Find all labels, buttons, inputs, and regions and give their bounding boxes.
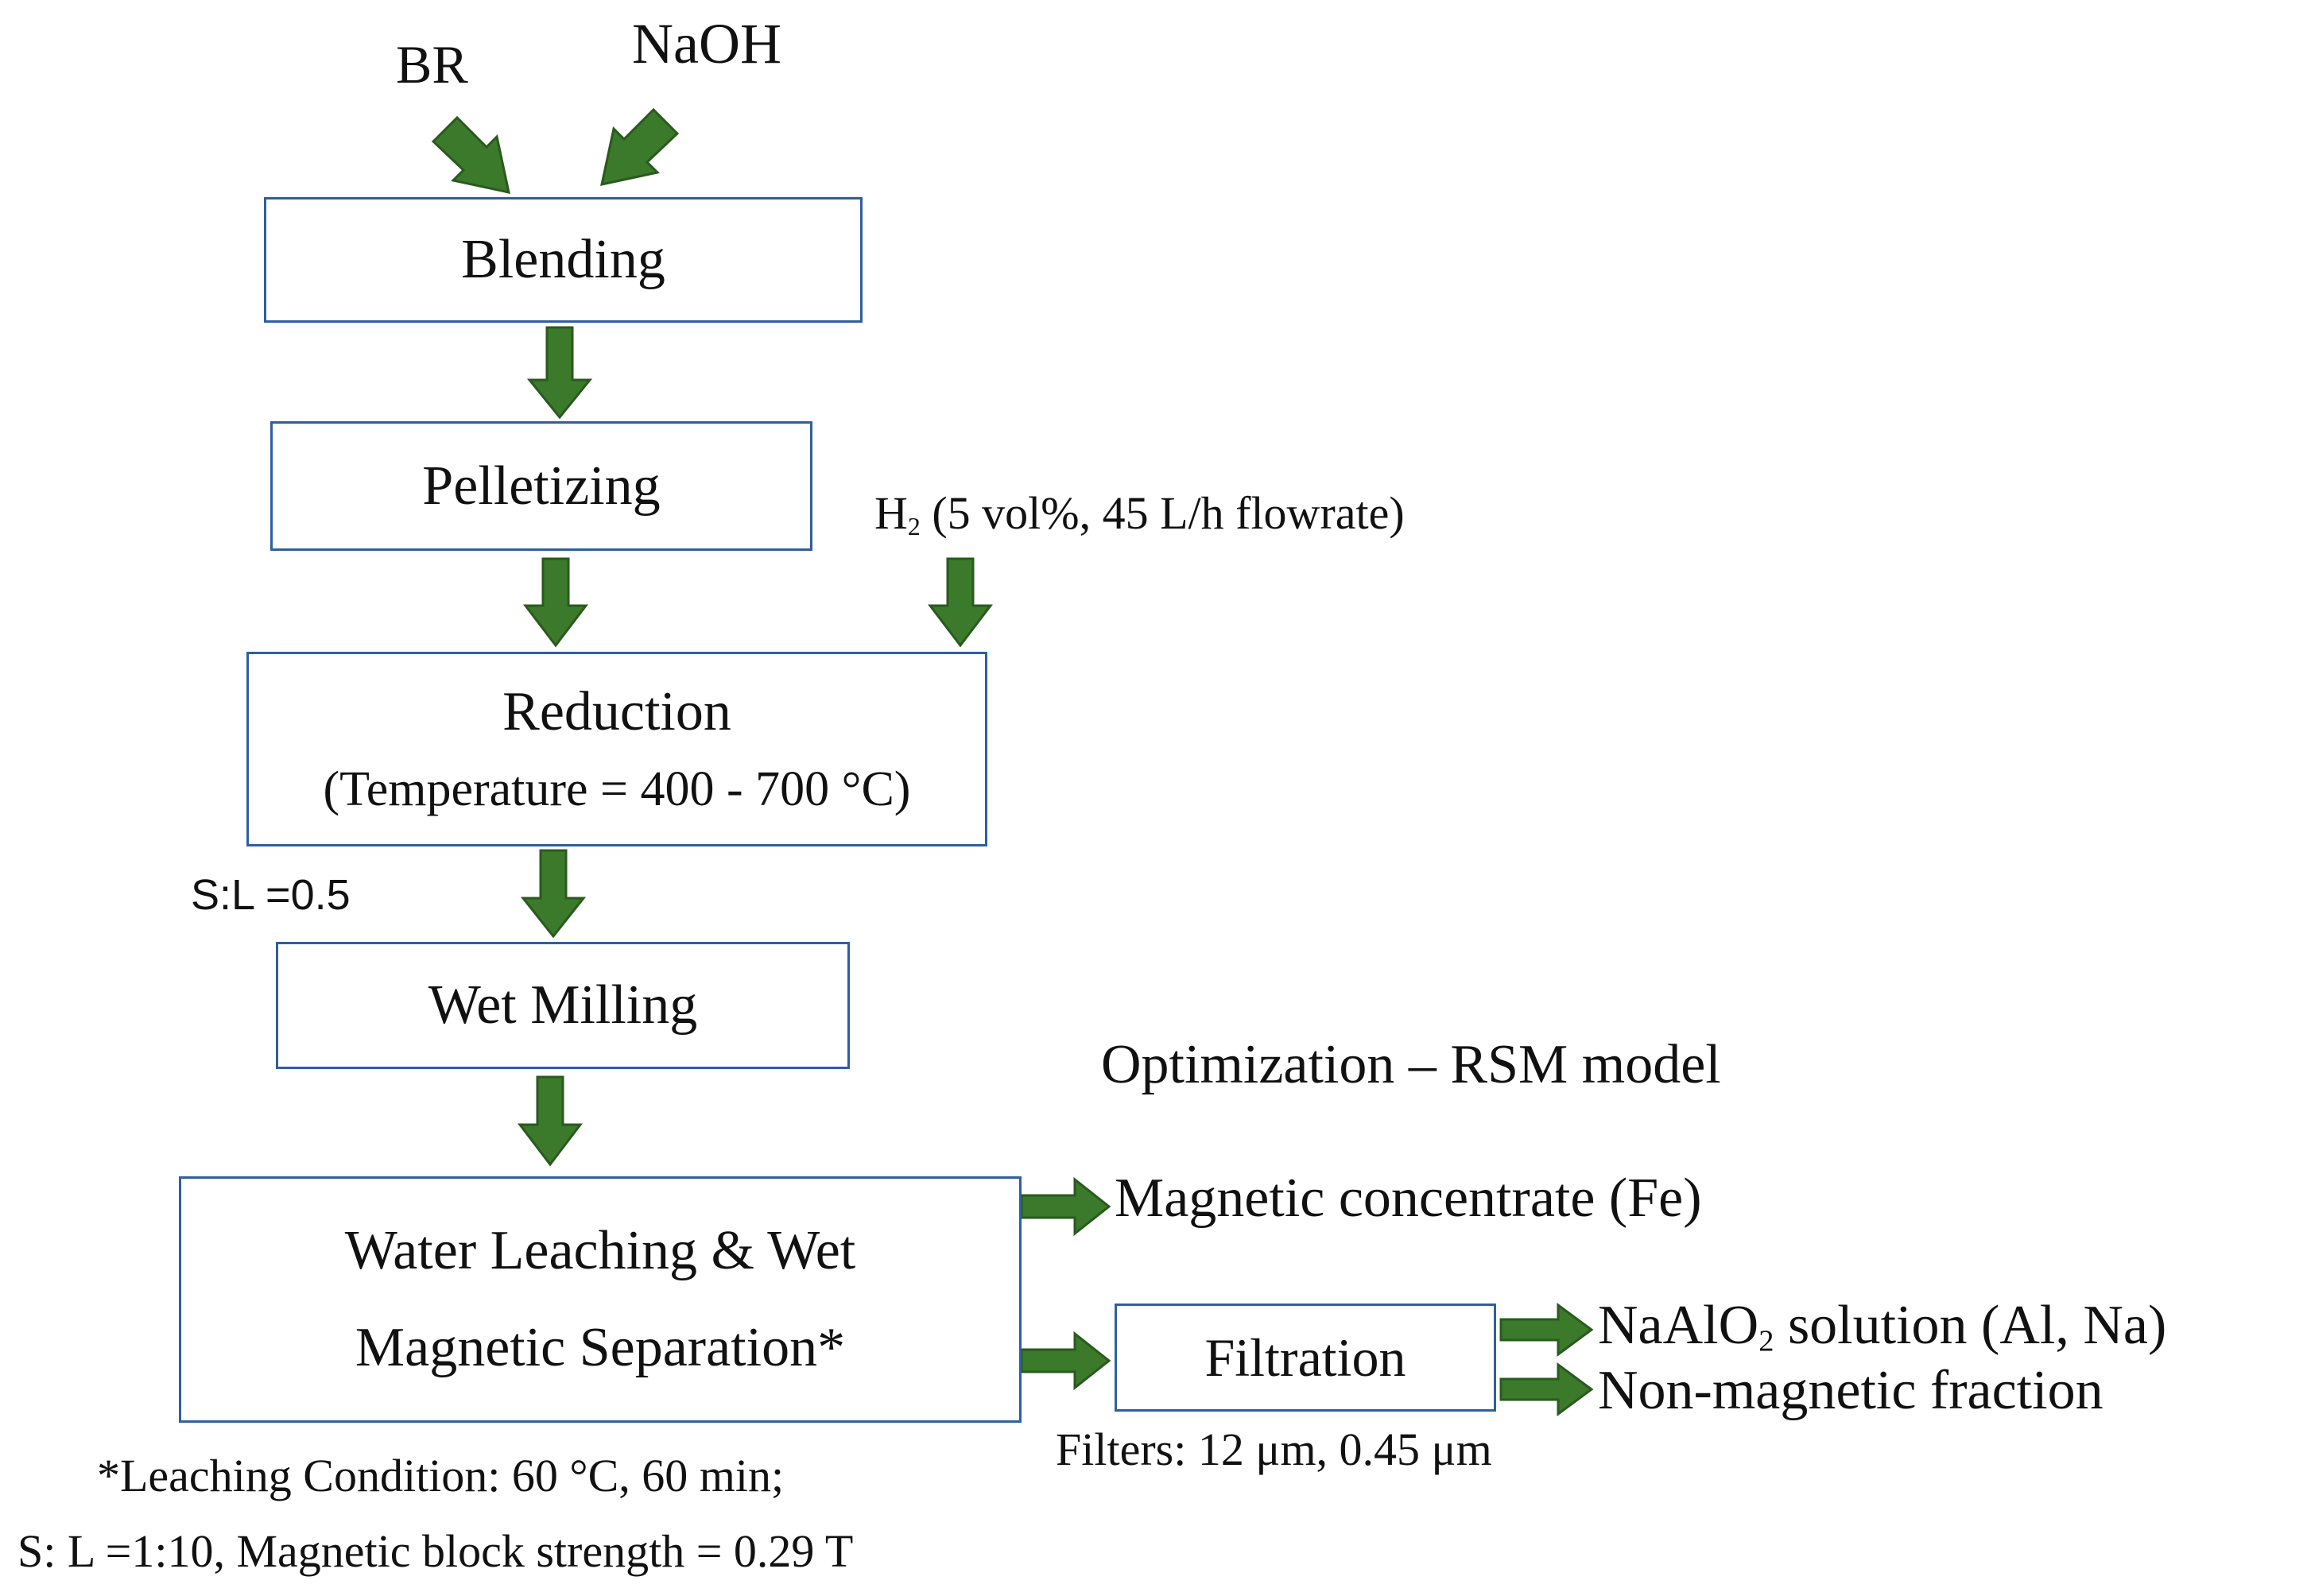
blending-box: Blending xyxy=(264,197,863,323)
arrow-leaching-to-magnetic xyxy=(1020,1176,1111,1237)
arrow-h2-to-reduction xyxy=(927,557,994,648)
arrow-wetmilling-to-leaching xyxy=(517,1075,584,1167)
wet-milling-box: Wet Milling xyxy=(276,942,850,1069)
filters-note: Filters: 12 μm, 0.45 μm xyxy=(1056,1424,1492,1475)
naalo2-prefix: NaAlO xyxy=(1598,1295,1759,1356)
pelletizing-box: Pelletizing xyxy=(270,421,812,551)
naalo2-solution-label: NaAlO2 solution (Al, Na) xyxy=(1598,1294,2166,1359)
reduction-box: Reduction (Temperature = 400 - 700 °C) xyxy=(246,652,987,846)
arrow-br-to-blending xyxy=(431,115,510,194)
filtration-label: Filtration xyxy=(1204,1327,1406,1388)
leaching-label-line2: Magnetic Separation* xyxy=(355,1317,846,1378)
magnetic-concentrate-label: Magnetic concentrate (Fe) xyxy=(1115,1168,1702,1229)
leaching-note-line2: S: L =1:10, Magnetic block strength = 0.… xyxy=(17,1525,854,1577)
pelletizing-label: Pelletizing xyxy=(422,455,661,517)
wet-milling-label: Wet Milling xyxy=(428,974,698,1036)
arrow-leaching-to-filtration xyxy=(1020,1331,1111,1391)
blending-label: Blending xyxy=(461,229,665,290)
non-magnetic-fraction-label: Non-magnetic fraction xyxy=(1598,1360,2103,1421)
input-naoh-label: NaOH xyxy=(632,12,781,76)
hydrogen-symbol: H xyxy=(874,487,908,539)
arrow-filtration-to-nonmagnetic xyxy=(1499,1362,1594,1416)
leaching-note-line1: *Leaching Condition: 60 °C, 60 min; xyxy=(97,1450,785,1501)
arrow-blending-to-pelletizing xyxy=(526,326,593,420)
filtration-box: Filtration xyxy=(1115,1304,1496,1412)
arrow-filtration-to-naalo2 xyxy=(1499,1303,1594,1357)
naalo2-subscript: 2 xyxy=(1758,1324,1774,1358)
arrow-reduction-to-wetmilling xyxy=(520,849,587,939)
reduction-condition: (Temperature = 400 - 700 °C) xyxy=(323,762,911,816)
reduction-label: Reduction xyxy=(502,681,731,742)
arrow-pelletizing-to-reduction xyxy=(522,557,589,648)
leaching-box: Water Leaching & Wet Magnetic Separation… xyxy=(179,1176,1022,1423)
hydrogen-label: H2 (5 vol%, 45 L/h flowrate) xyxy=(874,486,1405,541)
hydrogen-subscript: 2 xyxy=(907,512,921,540)
sl-ratio-label: S:L =0.5 xyxy=(191,871,351,919)
hydrogen-condition: (5 vol%, 45 L/h flowrate) xyxy=(932,487,1405,539)
optimization-label: Optimization – RSM model xyxy=(1101,1034,1721,1095)
naalo2-suffix: solution (Al, Na) xyxy=(1774,1295,2167,1356)
arrow-naoh-to-blending xyxy=(600,107,680,186)
input-br-label: BR xyxy=(396,34,468,95)
leaching-label-line1: Water Leaching & Wet xyxy=(344,1219,856,1281)
